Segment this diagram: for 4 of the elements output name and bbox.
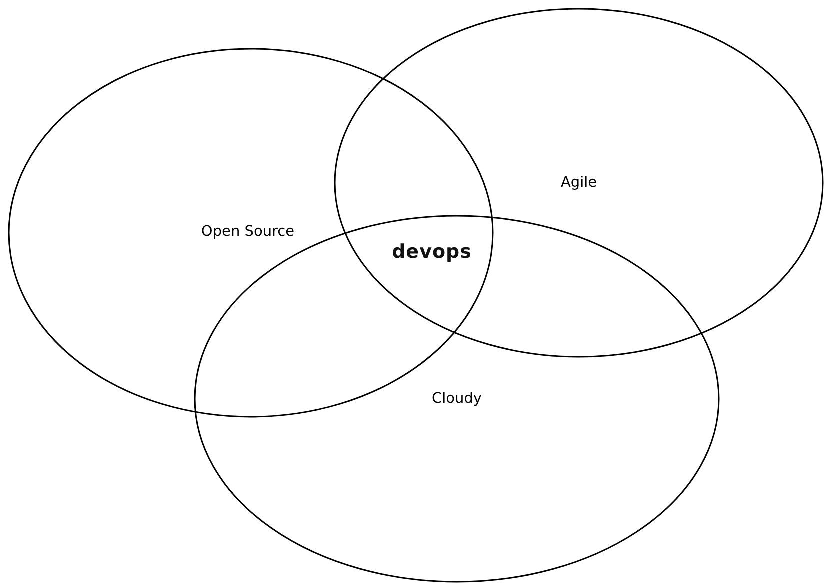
set-label: Cloudy [432,391,482,407]
set-label: Agile [560,175,598,191]
intersection-label: devops [392,241,472,263]
set-label: Open Source [201,224,295,240]
